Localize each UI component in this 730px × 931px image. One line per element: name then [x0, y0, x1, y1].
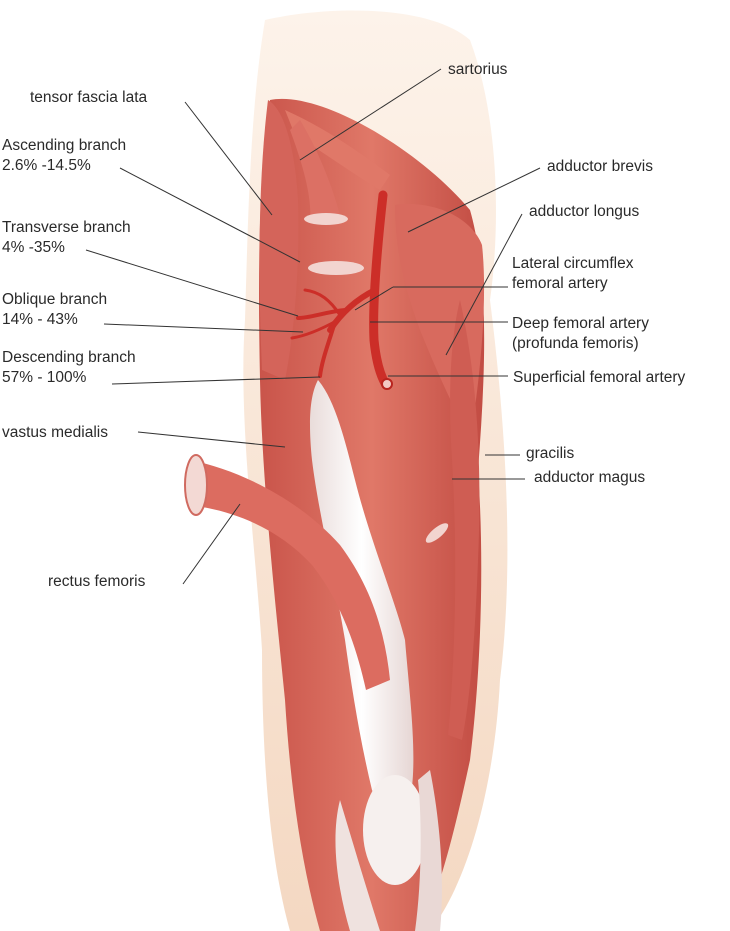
- label-descending-branch: Descending branch 57% - 100%: [2, 349, 136, 386]
- label-tensor-fascia-lata: tensor fascia lata: [30, 89, 148, 106]
- label-gracilis: gracilis: [526, 445, 575, 462]
- superficial-femoral-artery: [369, 190, 391, 390]
- tensor-fascia-lata-muscle: [259, 100, 299, 380]
- label-rectus-femoris: rectus femoris: [48, 573, 146, 590]
- label-oblique-branch: Oblique branch 14% - 43%: [2, 291, 108, 328]
- sartorius-muscle: [285, 110, 390, 190]
- label-adductor-magus: adductor magus: [534, 469, 646, 486]
- label-transverse-branch: Transverse branch 4% -35%: [2, 219, 131, 256]
- descending-branch-artery: [318, 323, 336, 378]
- rectus-femoris-cut: [184, 454, 208, 516]
- label-adductor-longus: adductor longus: [529, 203, 640, 220]
- label-superficial-femoral: Superficial femoral artery: [513, 369, 686, 386]
- label-deep-femoral: Deep femoral artery (profunda femoris): [512, 315, 649, 352]
- label-sartorius: sartorius: [448, 61, 508, 78]
- lateral-circumflex-artery: [296, 308, 347, 320]
- label-adductor-brevis: adductor brevis: [547, 158, 653, 175]
- label-lateral-circumflex: Lateral circumflex femoral artery: [512, 255, 634, 292]
- leader-lines: [85, 68, 541, 585]
- label-vastus-medialis: vastus medialis: [2, 424, 108, 441]
- label-ascending-branch: Ascending branch 2.6% -14.5%: [2, 137, 127, 174]
- rectus-femoris-muscle: [188, 460, 390, 690]
